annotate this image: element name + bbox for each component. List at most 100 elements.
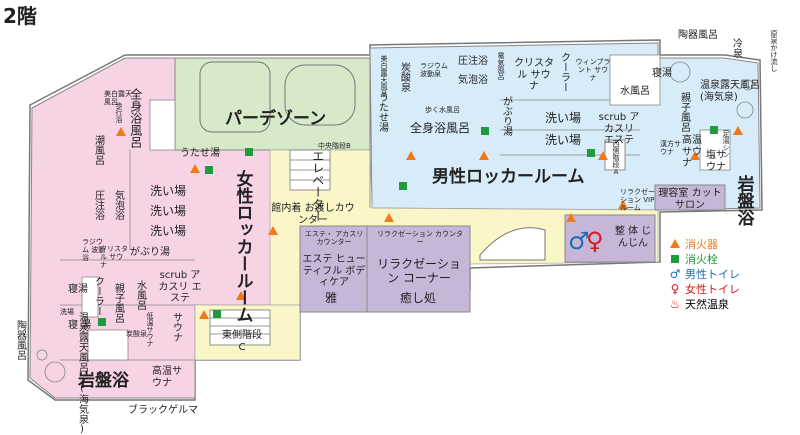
hydrant-marks — [98, 126, 718, 326]
label-mens-locker: 男性ロッカールーム — [432, 167, 585, 187]
label-west-stairs: 西側階段A — [612, 140, 621, 176]
label-bade-zone: パーデゾーン — [225, 109, 327, 129]
label-atchu-women: 圧注浴 — [92, 190, 104, 220]
label-washing-3: 洗い場 — [150, 224, 187, 238]
label-utase-men: うたせ湯 — [376, 92, 388, 132]
label-oyako-men: 親子風呂 — [678, 92, 690, 132]
label-scrub-women: scrub アカスリ エステ — [158, 270, 202, 304]
label-bihaku-women: 美白露天風呂 — [104, 90, 132, 107]
label-hightemp-women: 高温サウナ — [152, 366, 182, 389]
label-kihou-women: 気泡浴 — [112, 190, 124, 220]
label-este-body: エステ ヒューティフル ボディケア — [302, 254, 366, 288]
label-radium-men: ラジウム 波動泉 — [420, 62, 448, 79]
legend-label-hydrant: 消火栓 — [685, 252, 718, 266]
label-outdoor-women: 温泉露天風呂 (海気泉) — [76, 312, 88, 435]
label-cooler-women: クーラー — [92, 276, 104, 316]
label-wear-counter: 館内着 お渡しカウンター — [271, 203, 355, 226]
label-left-ceramic: 陶器風呂 — [14, 320, 26, 360]
label-radium-women: ラジウム 波動浴 — [82, 238, 106, 263]
label-tansan-women: 炭酸泉 — [126, 330, 147, 338]
label-lowtemp-women: 低温サウナ — [146, 312, 155, 347]
legend-row-hydrant: 消火栓 — [668, 251, 740, 266]
label-womens-locker: 女性ロッカールーム — [232, 170, 253, 323]
label-ashiyu: 足湯シン — [722, 130, 731, 158]
label-black-germa: ブラックゲルマ — [128, 405, 198, 416]
label-winplant: ウィンプラント サウナ — [575, 58, 611, 83]
label-washing-2: 洗い場 — [150, 204, 187, 218]
purple-relax — [366, 225, 471, 313]
label-reisen: 冷泉 — [730, 38, 742, 58]
legend-row-male-toilet: ♂ 男性トイレ — [668, 266, 740, 281]
triangle-icon — [670, 239, 680, 248]
extinguisher-marks — [116, 126, 743, 319]
label-utase-women: うたせ湯 — [180, 148, 220, 159]
legend-row-hot-spring: ♨ 天然温泉 — [668, 296, 740, 311]
legend: 消火器 消火栓 ♂ 男性トイレ ♀ 女性トイレ ♨ 天然温泉 — [668, 236, 740, 311]
label-este-counter: エステ・ アカスリカウンター — [304, 230, 364, 247]
label-neyu-women: 寝湯 — [68, 284, 88, 295]
legend-label-male-toilet: 男性トイレ — [685, 267, 740, 281]
label-ganban-men: 岩盤浴 — [733, 175, 754, 226]
label-shio-men: 塩サウナ — [706, 150, 726, 173]
label-ganban-women: 岩盤浴 — [78, 371, 129, 391]
label-mizu-women: 水風呂 — [134, 280, 146, 310]
label-gaburi-men: がぶり湯 — [500, 96, 512, 136]
label-barber: 理容室 カットサロン — [658, 188, 722, 211]
purple-seitai — [564, 214, 656, 263]
label-vip-room: リラクゼーション VIPルーム — [620, 188, 655, 213]
hot-spring-icon: ♨ — [669, 296, 681, 311]
label-walking-water: 歩く水風呂 — [425, 106, 460, 114]
legend-label-hot-spring: 天然温泉 — [685, 297, 729, 311]
label-hokou-women: 歩行浴 — [115, 102, 124, 123]
floor-map: 2階 全身浴風呂 うたせ湯 潮風呂 圧注浴 気泡浴 洗い場 洗い場 洗い場 ラジ… — [3, 4, 779, 435]
label-relax-corner: リラクゼーション コーナー — [377, 257, 461, 285]
label-washing-1: 洗い場 — [150, 184, 187, 198]
label-denki: 電気風呂 — [497, 52, 506, 80]
womens-restroom-icon: ♀ — [586, 227, 604, 255]
label-toki-men: 陶器風呂 — [678, 30, 718, 41]
legend-label-extinguisher: 消火器 — [685, 237, 718, 251]
label-full-bath-women: 全身浴風呂 — [128, 88, 143, 148]
label-kihou-men: 気泡浴 — [458, 75, 488, 86]
floor-title: 2階 — [3, 4, 37, 28]
label-elevator: エレベーター — [310, 150, 325, 222]
label-mizu-men: 水風呂 — [620, 86, 650, 97]
label-outdoor-men: 温泉露天風呂 (海気泉) — [700, 80, 760, 103]
mens-restroom-icon: ♂ — [568, 227, 590, 255]
label-washing-men-1: 洗い場 — [545, 111, 582, 125]
female-toilet-icon: ♀ — [670, 281, 680, 296]
purple-barber — [654, 184, 726, 211]
label-neyu-men: 寝湯 — [652, 68, 672, 79]
label-kanpo-men: 漢方サウナ — [660, 140, 681, 157]
label-full-bath-men: 全身浴風呂 — [410, 121, 471, 135]
label-oyako-women: 親子風呂 — [112, 283, 124, 323]
legend-label-female-toilet: 女性トイレ — [685, 282, 740, 296]
label-east-stairs: 東側階段C — [222, 330, 262, 353]
label-sauna-women: サウナ — [170, 312, 182, 342]
label-shiokaze: 潮風呂 — [92, 135, 104, 165]
label-gensen: 原泉かけ流し — [770, 30, 779, 72]
label-relax-counter: リラクゼーション カウンター — [376, 230, 464, 247]
label-cooler-men: クーラー — [558, 52, 570, 92]
male-toilet-icon: ♂ — [669, 266, 681, 281]
floor-plan-shapes — [27, 39, 763, 401]
label-hightemp-men: 高温サウナ — [682, 135, 702, 169]
green-zone — [174, 57, 371, 151]
label-scrub-men: scrub アカスリ エステ — [598, 112, 640, 146]
square-icon — [671, 254, 679, 263]
label-neyu-women-2: 寝 湯 — [68, 320, 92, 331]
label-atchu-men: 圧注浴 — [458, 56, 488, 67]
label-crystal-men: クリスタル サウナ — [514, 58, 554, 92]
label-miyabi: 雅 — [325, 291, 338, 305]
label-center-stairs: 中央階段B — [318, 142, 351, 150]
label-seitai: 整 体 じんじん — [614, 226, 652, 249]
label-iyashi: 癒し処 — [400, 291, 437, 305]
label-crystal-women: クリスタル サウナ — [100, 245, 128, 270]
label-bihaku-men: 美白露天風呂 — [380, 55, 389, 97]
label-washing-men-2: 洗い場 — [545, 133, 582, 147]
legend-row-extinguisher: 消火器 — [668, 236, 740, 251]
label-senba-women: 洗場 — [60, 308, 74, 316]
legend-row-female-toilet: ♀ 女性トイレ — [668, 281, 740, 296]
label-gaburi-women: がぶり湯 — [130, 247, 170, 258]
curved-stair — [479, 227, 546, 261]
